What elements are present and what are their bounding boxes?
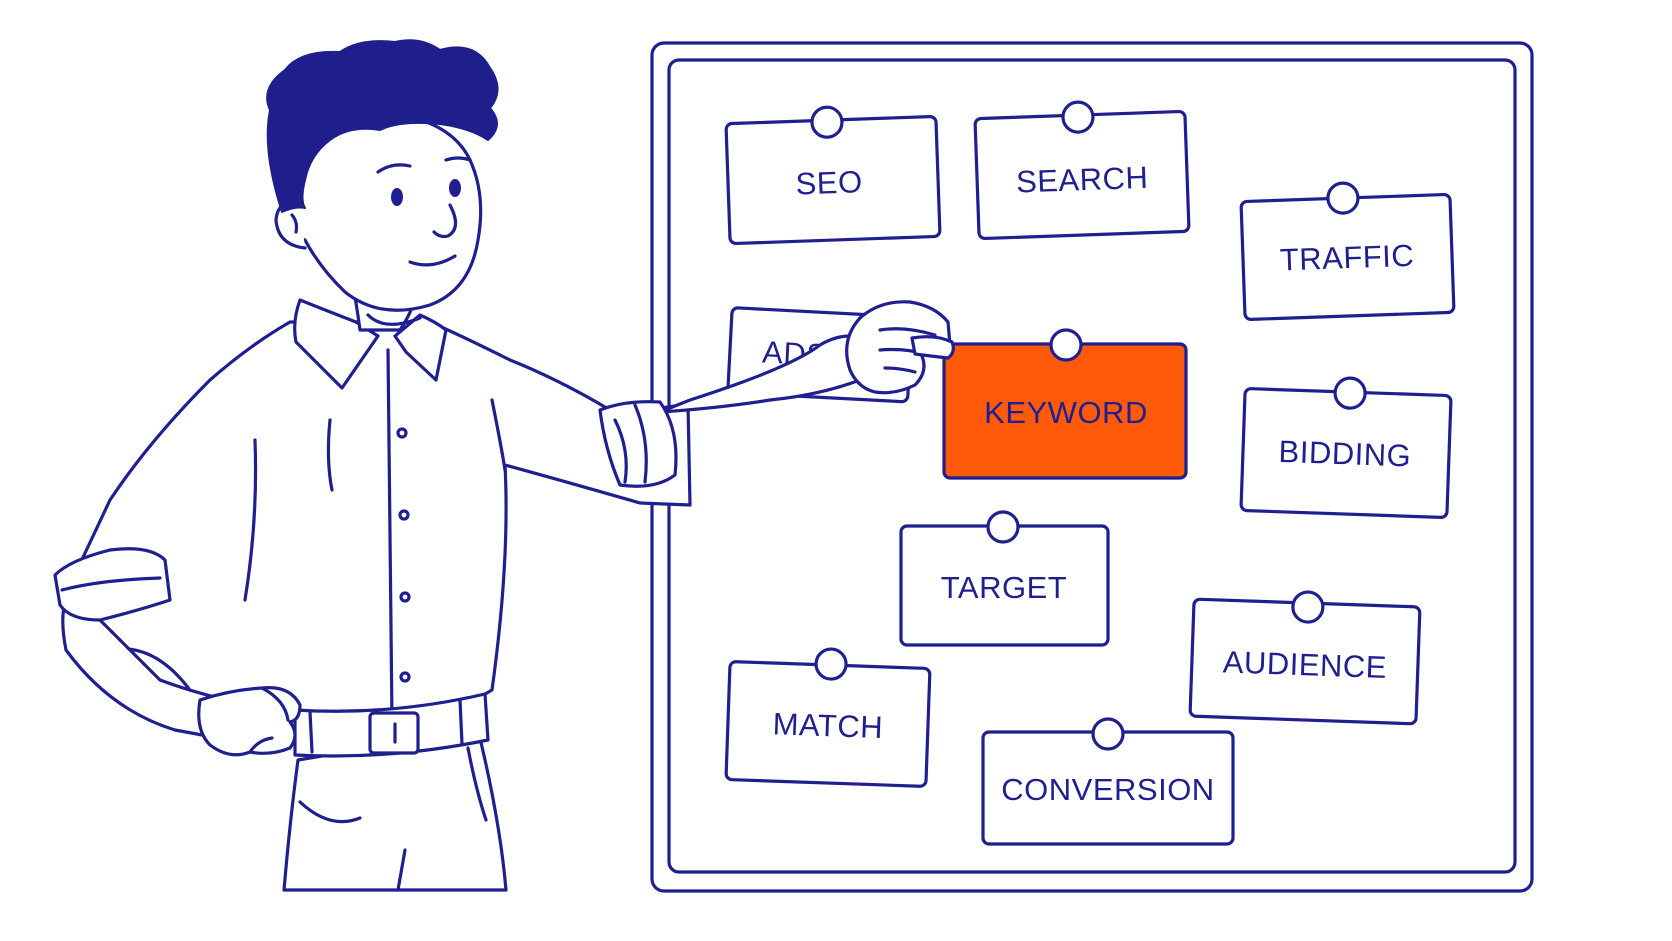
pin-icon xyxy=(986,510,1020,544)
shirt-button xyxy=(398,509,410,521)
pin-icon xyxy=(1049,328,1083,362)
card-label-target: TARGET xyxy=(941,570,1067,605)
shirt xyxy=(68,320,692,724)
card-keyword: KEYWORD xyxy=(942,328,1188,480)
card-seo: SEO xyxy=(724,105,942,246)
card-bidding: BIDDING xyxy=(1239,376,1453,519)
shirt-button xyxy=(399,591,411,603)
pin-icon xyxy=(810,105,844,139)
eye xyxy=(449,179,461,197)
left-hand xyxy=(197,686,302,757)
card-label-traffic: TRAFFIC xyxy=(1279,238,1415,278)
pin-icon xyxy=(1091,717,1125,751)
shirt-button xyxy=(396,427,408,439)
hair xyxy=(266,39,499,213)
pin-icon xyxy=(814,647,848,681)
pin-icon xyxy=(1333,376,1367,410)
pin-icon xyxy=(1061,100,1095,134)
collar xyxy=(293,298,380,390)
man-head xyxy=(266,39,499,332)
card-label-search: SEARCH xyxy=(1015,160,1148,200)
shirt-button xyxy=(399,671,411,683)
trousers xyxy=(282,728,508,892)
card-label-match: MATCH xyxy=(772,706,884,745)
card-audience: AUDIENCE xyxy=(1188,590,1422,726)
belt xyxy=(293,692,490,758)
card-label-bidding: BIDDING xyxy=(1278,434,1412,474)
card-conversion: CONVERSION xyxy=(981,717,1235,846)
card-label-conversion: CONVERSION xyxy=(1001,772,1214,807)
card-label-seo: SEO xyxy=(795,164,863,201)
card-traffic: TRAFFIC xyxy=(1239,181,1456,321)
pin-icon xyxy=(1326,181,1360,215)
eye xyxy=(391,188,403,206)
card-target: TARGET xyxy=(899,510,1110,647)
card-search: SEARCH xyxy=(973,100,1191,241)
card-label-keyword: KEYWORD xyxy=(984,395,1148,430)
card-match: MATCH xyxy=(724,647,932,788)
card-label-audience: AUDIENCE xyxy=(1222,644,1387,685)
pin-icon xyxy=(1291,590,1325,624)
mouth xyxy=(408,254,457,267)
man-illustration xyxy=(53,298,952,892)
